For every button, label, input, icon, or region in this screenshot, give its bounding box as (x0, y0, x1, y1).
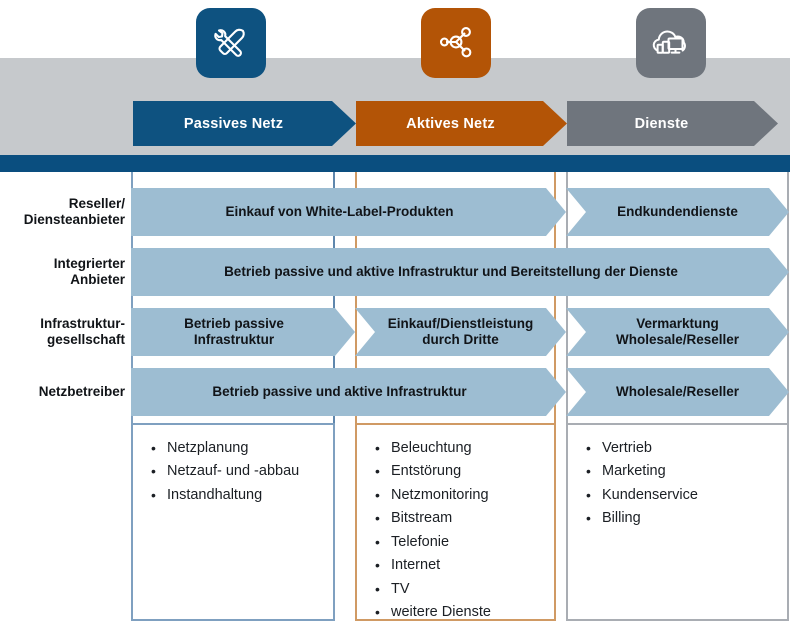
bullet-list-passives-netz: NetzplanungNetzauf- und -abbauInstandhal… (149, 437, 323, 507)
list-item: Netzplanung (149, 437, 323, 460)
column-rule-dienste-right (787, 172, 789, 621)
row-reseller-cell-dienste[interactable]: Endkundendienste (566, 188, 789, 236)
list-item: Netzauf- und -abbau (149, 460, 323, 483)
bar-label-line: Einkauf/Dienstleistung (387, 316, 534, 332)
list-item: Kundenservice (584, 484, 777, 507)
list-item: Entstörung (373, 460, 544, 483)
bullet-box-aktives-netz: BeleuchtungEntstörungNetzmonitoringBitst… (355, 423, 556, 625)
bar-label: Endkundendienste (617, 204, 738, 220)
list-item: weitere Dienste (373, 601, 544, 624)
header-divider-rule (0, 155, 790, 172)
row-reseller-cell-passiv-aktiv[interactable]: Einkauf von White-Label-Produkten (131, 188, 566, 236)
header-arrow-label: Passives Netz (183, 115, 284, 132)
row-label-reseller: Reseller/ Diensteanbieter (0, 188, 125, 236)
row-infrastruktur-cell-aktiv[interactable]: Einkauf/Dienstleistung durch Dritte (355, 308, 566, 356)
bar-label-line: Infrastruktur (193, 332, 275, 347)
list-item: Netzmonitoring (373, 484, 544, 507)
header-arrow-aktives-netz[interactable]: Aktives Netz (356, 101, 567, 146)
bar-label: Einkauf/Dienstleistung durch Dritte (388, 316, 534, 347)
list-item: Bitstream (373, 507, 544, 530)
bar-label-line: Wholesale/Reseller (615, 332, 740, 347)
bar-label: Betrieb passive Infrastruktur (184, 316, 284, 347)
list-item: Vertrieb (584, 437, 777, 460)
tools-icon (196, 8, 266, 78)
bar-label-line: Vermarktung (636, 316, 719, 332)
row-infrastruktur-cell-dienste[interactable]: Vermarktung Wholesale/Reseller (566, 308, 789, 356)
bar-label: Wholesale/Reseller (615, 384, 740, 400)
list-item: Billing (584, 507, 777, 530)
row-netzbetreiber-cell-passiv-aktiv[interactable]: Betrieb passive und aktive Infrastruktur (131, 368, 566, 416)
row-label-line: Reseller/ (68, 196, 125, 212)
row-label-line: Anbieter (70, 272, 125, 287)
list-item: Marketing (584, 460, 777, 483)
bar-label-line: durch Dritte (422, 332, 499, 347)
list-item: Beleuchtung (373, 437, 544, 460)
row-label-infrastrukturgesellschaft: Infrastruktur- gesellschaft (0, 308, 125, 356)
header-arrow-label: Aktives Netz (406, 115, 495, 132)
bar-label: Betrieb passive und aktive Infrastruktur (212, 384, 467, 400)
list-item: Internet (373, 554, 544, 577)
bullet-box-dienste: VertriebMarketingKundenserviceBilling (566, 423, 789, 621)
list-item: Instandhaltung (149, 484, 323, 507)
header-arrow-label: Dienste (634, 115, 689, 132)
row-netzbetreiber-cell-dienste[interactable]: Wholesale/Reseller (566, 368, 789, 416)
header-arrow-dienste[interactable]: Dienste (567, 101, 778, 146)
bar-label: Vermarktung Wholesale/Reseller (616, 316, 739, 347)
row-label-line: Diensteanbieter (23, 212, 125, 227)
header-arrow-passives-netz[interactable]: Passives Netz (133, 101, 356, 146)
bullet-list-aktives-netz: BeleuchtungEntstörungNetzmonitoringBitst… (373, 437, 544, 625)
bullet-list-dienste: VertriebMarketingKundenserviceBilling (584, 437, 777, 531)
bar-label-line: Betrieb passive (184, 316, 284, 332)
bullet-box-passives-netz: NetzplanungNetzauf- und -abbauInstandhal… (131, 423, 335, 621)
row-label-line: Infrastruktur- (40, 316, 125, 332)
column-rule-dienste-left (566, 172, 568, 621)
bar-label: Einkauf von White-Label-Produkten (225, 204, 454, 220)
bar-label: Betrieb passive und aktive Infrastruktur… (224, 264, 678, 280)
row-label-line: Netzbetreiber (38, 384, 125, 400)
row-label-integrierter-anbieter: Integrierter Anbieter (0, 248, 125, 296)
cloud-devices-icon (636, 8, 706, 78)
row-infrastruktur-cell-passiv[interactable]: Betrieb passive Infrastruktur (131, 308, 355, 356)
row-label-line: gesellschaft (46, 332, 125, 347)
row-label-netzbetreiber: Netzbetreiber (0, 368, 125, 416)
row-label-line: Integrierter (53, 256, 125, 272)
network-nodes-icon (421, 8, 491, 78)
row-integrierter-anbieter-cell-all[interactable]: Betrieb passive und aktive Infrastruktur… (131, 248, 789, 296)
list-item: TV (373, 578, 544, 601)
list-item: Telefonie (373, 531, 544, 554)
